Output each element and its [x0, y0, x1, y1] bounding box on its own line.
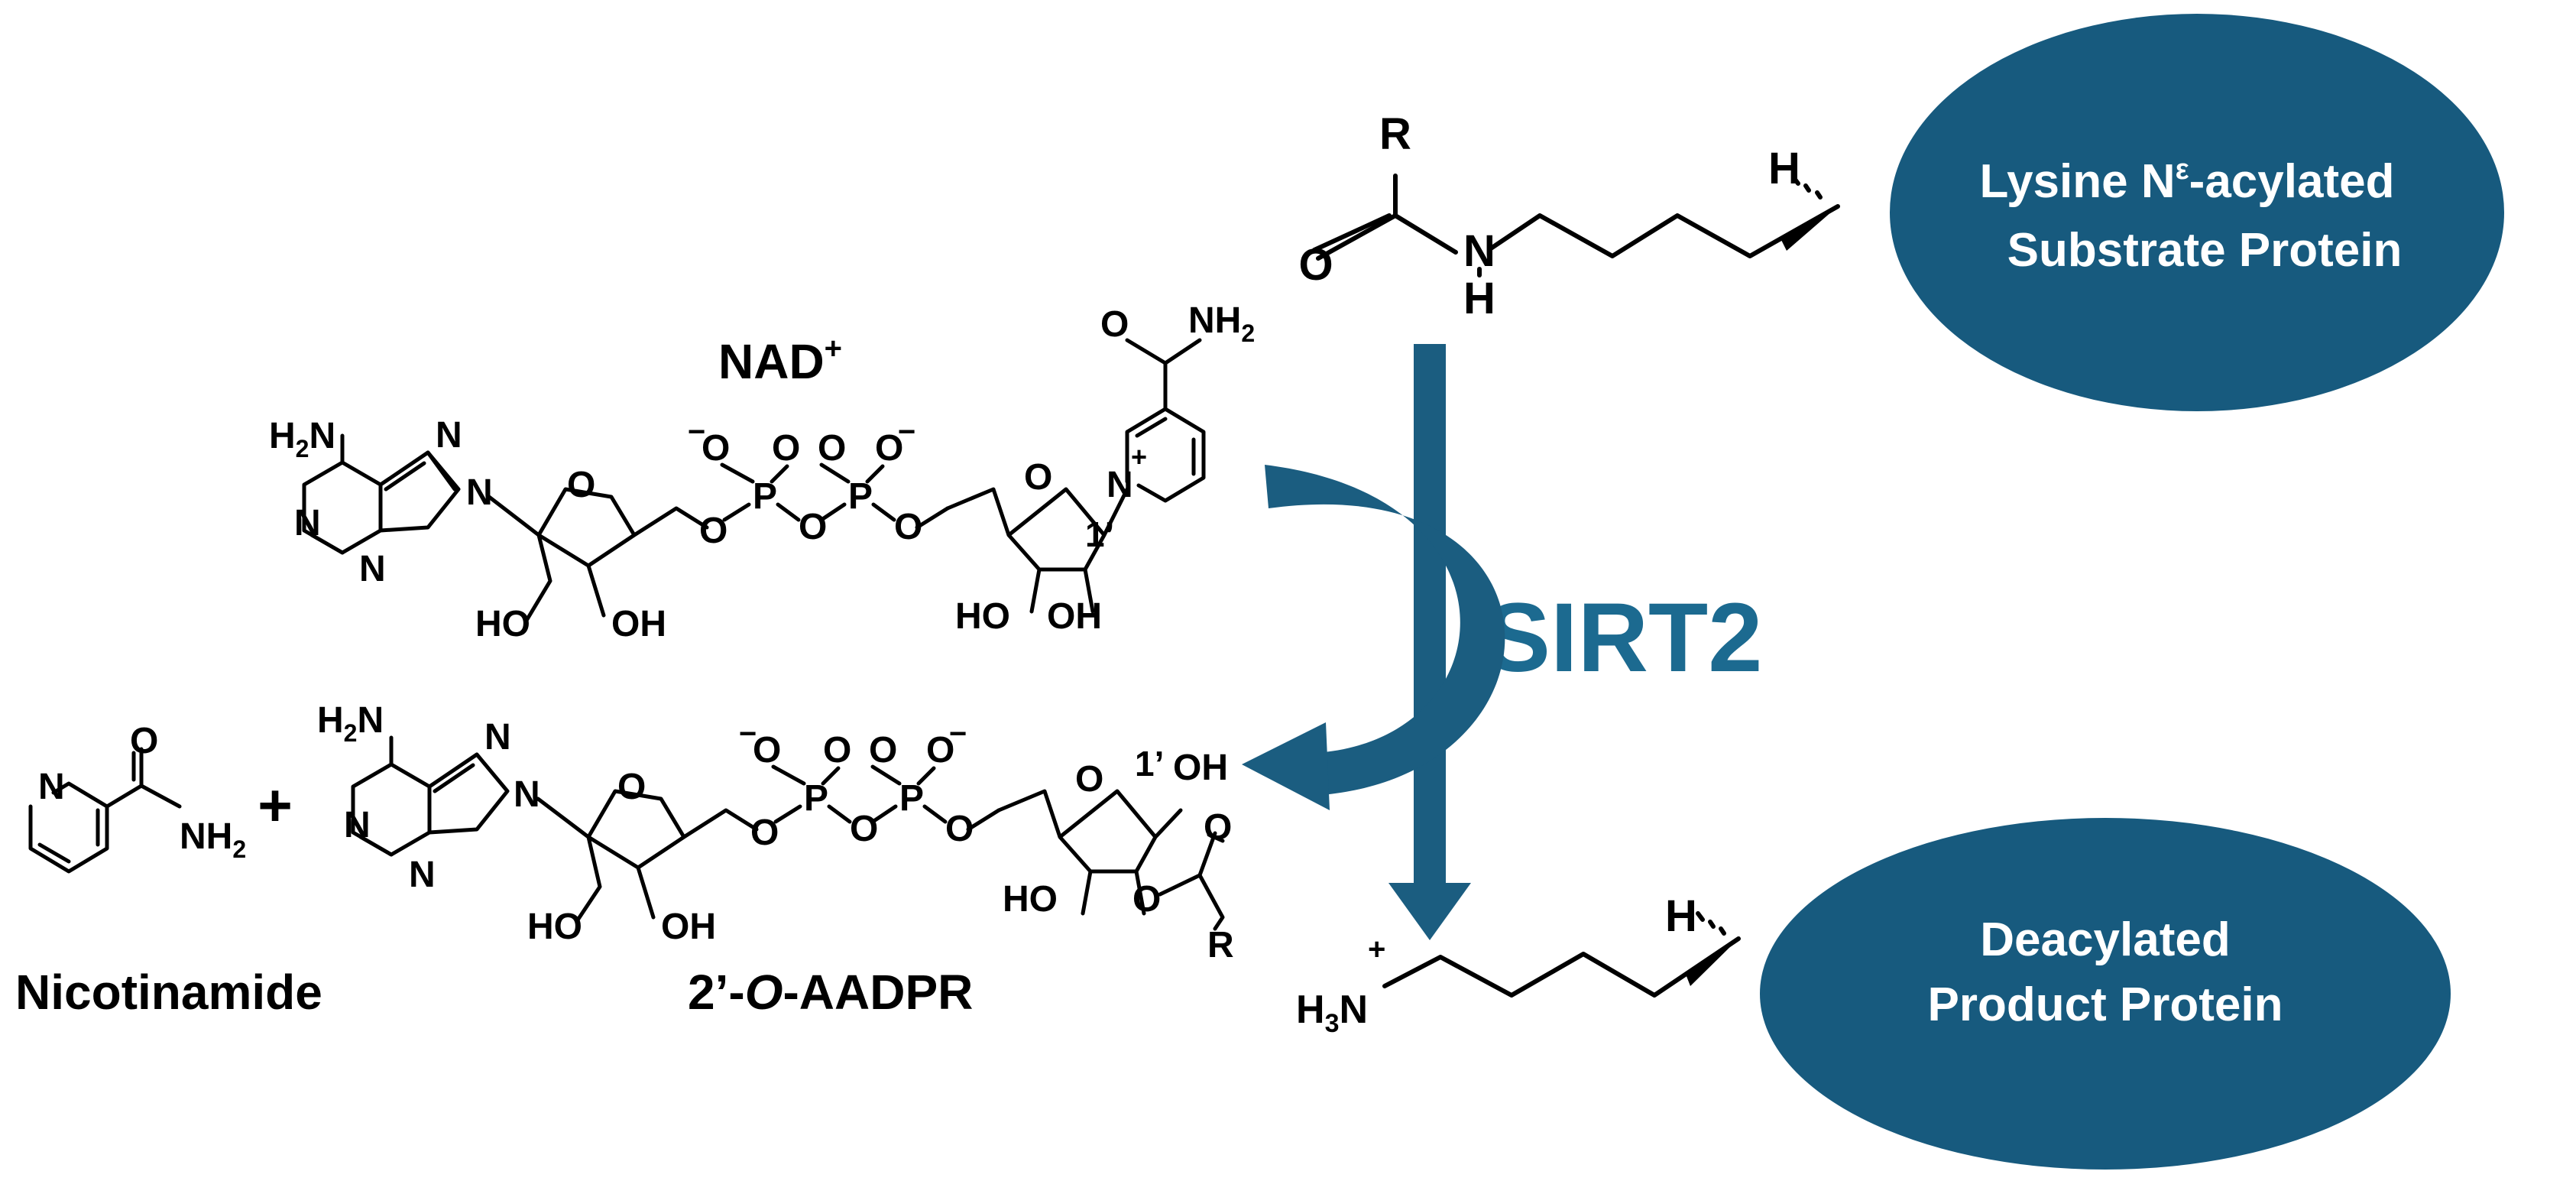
- negative-charge: −: [739, 717, 757, 751]
- atom-h-label: H: [1665, 891, 1697, 941]
- aadpr-structure: H2N N N N N O HO OH O P O P O O O O O − …: [317, 700, 1234, 965]
- substrate-protein-label: Lysine Nε-acylated: [1980, 154, 2395, 208]
- atom-o-label: O: [750, 813, 779, 853]
- amide-label: NH2: [180, 816, 246, 863]
- negative-charge: −: [688, 415, 705, 449]
- ring-oxygen: O: [617, 767, 646, 807]
- atom-o-label: O: [823, 730, 851, 771]
- hydroxyl-label: OH: [661, 907, 716, 947]
- hydroxyl-label: OH: [1173, 748, 1228, 788]
- plus-sign: +: [258, 771, 293, 839]
- nicotinamide-label: Nicotinamide: [15, 965, 322, 1020]
- nad-structure: H2N N N N N O HO OH O P O P O O O O O − …: [269, 300, 1255, 644]
- atom-o-label: O: [1204, 807, 1232, 848]
- atom-o-label: O: [1100, 304, 1129, 345]
- atom-n-label: N: [359, 549, 386, 589]
- atom-n-label: N: [514, 774, 540, 815]
- atom-o-label: O: [1298, 240, 1333, 290]
- atom-o-label: O: [799, 507, 827, 547]
- amino-label: H2N: [269, 416, 335, 462]
- plus-charge: +: [1131, 441, 1147, 472]
- ring-oxygen: O: [1024, 457, 1052, 498]
- atom-n-label: N: [38, 767, 65, 807]
- atom-o-label: O: [850, 809, 878, 849]
- nicotinamide-structure: N O NH2: [28, 721, 246, 874]
- ammonium-label: H3N: [1296, 988, 1368, 1038]
- enzyme-label: SIRT2: [1486, 583, 1763, 693]
- product-protein-label-line1: Deacylated: [1980, 913, 2230, 966]
- atom-n-label: N: [409, 855, 436, 895]
- atom-n-label: N: [344, 805, 371, 845]
- amino-label: H2N: [317, 700, 384, 747]
- amide-label: NH2: [1188, 300, 1255, 347]
- atom-r-label: R: [1207, 925, 1234, 965]
- nad-label: NAD+: [718, 332, 842, 389]
- atom-o-label: O: [753, 730, 781, 771]
- sirt2-down-arrow: [1388, 344, 1471, 940]
- aadpr-label: 2’-O-AADPR: [688, 965, 973, 1020]
- atom-n-label: N: [1107, 465, 1133, 505]
- atom-n-label: N: [294, 503, 321, 543]
- hydroxyl-label: OH: [1047, 596, 1102, 637]
- acyl-lysine-substrate: R O N H H: [1298, 109, 1840, 323]
- anomeric-label: 1’: [1085, 514, 1114, 554]
- hydroxyl-label: OH: [611, 604, 666, 644]
- atom-o-label: O: [869, 730, 897, 771]
- atom-h-label: H: [1768, 144, 1800, 193]
- atom-n-label: N: [484, 717, 511, 758]
- hydroxyl-label: HO: [475, 604, 530, 644]
- product-protein-ellipse: [1760, 818, 2451, 1170]
- atom-h-label: H: [1463, 274, 1495, 323]
- atom-o-label: O: [926, 730, 954, 771]
- atom-n-label: N: [466, 472, 493, 513]
- anomeric-label: 1’: [1135, 744, 1164, 784]
- substrate-protein-label-line2: Substrate Protein: [2007, 224, 2403, 277]
- hydroxyl-label: HO: [527, 907, 582, 947]
- atom-o-label: O: [818, 428, 846, 469]
- hydroxyl-label: HO: [1003, 879, 1058, 920]
- atom-n-label: N: [1463, 226, 1495, 276]
- atom-o-label: O: [699, 511, 727, 551]
- hydroxyl-label: HO: [955, 596, 1010, 637]
- ring-oxygen: O: [567, 465, 595, 505]
- negative-charge: −: [949, 717, 967, 751]
- atom-n-label: N: [436, 415, 462, 456]
- atom-r-label: R: [1379, 109, 1411, 159]
- product-protein-label-line2: Product Protein: [1927, 978, 2283, 1031]
- plus-charge: +: [1368, 933, 1385, 966]
- negative-charge: −: [898, 415, 915, 449]
- atom-o-label: O: [702, 428, 730, 469]
- lysine-product: H3N + H: [1296, 891, 1741, 1038]
- substrate-protein-ellipse: [1890, 14, 2504, 411]
- atom-o-label: O: [130, 721, 158, 761]
- ester-oxygen: O: [1132, 879, 1161, 920]
- atom-o-label: O: [875, 428, 903, 469]
- atom-o-label: O: [772, 428, 800, 469]
- curved-reaction-arrow: [1242, 465, 1505, 810]
- ring-oxygen: O: [1075, 759, 1103, 800]
